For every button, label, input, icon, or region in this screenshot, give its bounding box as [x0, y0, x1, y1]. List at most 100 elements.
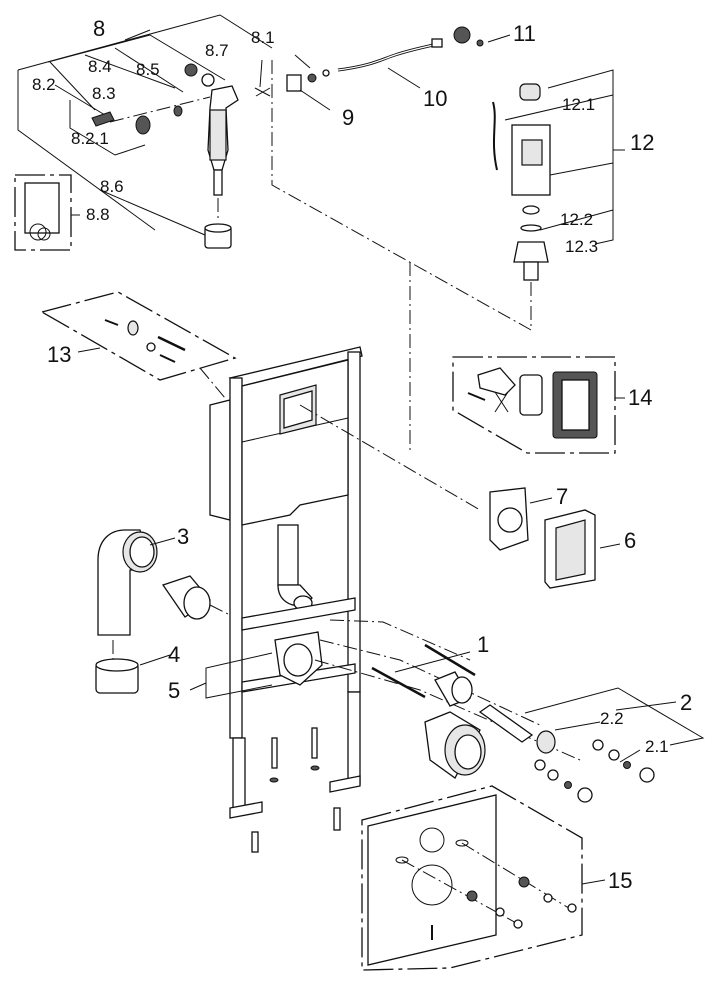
flush-cable	[492, 101, 498, 171]
callout-2-1: 2.1	[645, 737, 669, 756]
pad-washer	[466, 890, 478, 902]
nut-part	[173, 105, 183, 117]
leader-11	[487, 34, 511, 43]
callout-8-4: 8.4	[88, 57, 112, 76]
foot-right	[329, 775, 361, 793]
wall-anchor-kit: 13	[40, 291, 237, 381]
callout-12-1: 12.1	[562, 95, 595, 114]
pad-washer	[518, 876, 530, 888]
pad-hole-drain	[411, 864, 453, 906]
callout-5: 5	[168, 678, 180, 703]
o-ring-part	[201, 73, 215, 87]
axis-line	[209, 604, 231, 616]
axis-line	[329, 619, 471, 661]
callout-6: 6	[624, 528, 636, 553]
leader-8-6	[17, 70, 156, 231]
drain-cap-top	[95, 658, 139, 672]
leader-8-6-end	[99, 189, 206, 236]
leader-12-2	[539, 209, 614, 231]
floor-bolt	[271, 737, 278, 769]
supply-hose-inner	[337, 43, 439, 71]
flush-valve-spring	[521, 139, 543, 166]
hose-nut	[431, 38, 443, 48]
kit-15-box	[361, 785, 583, 971]
bracket-2	[524, 687, 705, 746]
leader-12-a	[549, 162, 614, 176]
drain-group: 3 4 5	[95, 524, 273, 703]
leader-9	[299, 89, 331, 111]
clip-part	[254, 87, 271, 97]
flush-cap	[519, 83, 541, 101]
axis-line	[401, 859, 521, 926]
threaded-rod	[424, 643, 476, 677]
axis-line	[461, 842, 573, 911]
callout-8: 8	[93, 16, 105, 41]
leader-3	[149, 537, 176, 546]
anchor-rod	[157, 335, 186, 352]
seal-ring	[29, 223, 47, 241]
frame-tank-side	[209, 399, 231, 521]
callout-4: 4	[168, 642, 180, 667]
float-part	[135, 115, 151, 135]
leader-2-2	[554, 721, 601, 731]
supply-group: 9 10 11	[286, 21, 536, 130]
axis-line	[319, 639, 541, 726]
cylinder-top	[204, 223, 232, 233]
leader-8-7	[47, 34, 226, 81]
callout-8-2: 8.2	[32, 75, 56, 94]
washer	[608, 749, 620, 761]
flush-connector-seal	[536, 730, 556, 754]
leader-5	[189, 682, 207, 691]
frame-left-upright	[229, 377, 243, 739]
leader-10	[387, 67, 421, 89]
cap-part	[184, 63, 198, 77]
actuator-lever	[477, 367, 516, 396]
bracket-9	[286, 74, 302, 92]
leader-8-2-1	[69, 100, 146, 156]
washer	[534, 759, 546, 771]
frame-right-upright	[347, 351, 361, 693]
floor-washer	[310, 765, 320, 771]
protective-box-inner	[555, 519, 586, 581]
cistern	[241, 359, 349, 526]
frame-left-leg	[232, 737, 246, 809]
threaded-rod	[371, 666, 426, 699]
bracket-12	[547, 69, 614, 245]
leader-8	[124, 29, 151, 41]
nut	[564, 781, 572, 789]
angle-valve	[453, 26, 471, 44]
washer	[146, 342, 156, 352]
installation-frame	[199, 346, 481, 853]
flush-outlet	[513, 241, 549, 263]
callout-8-6: 8.6	[100, 177, 124, 196]
kit-13-box	[40, 291, 237, 381]
seal-kit-box	[14, 174, 72, 251]
actuator-clip	[494, 391, 509, 413]
leader-7	[529, 497, 553, 504]
callout-8-7: 8.7	[205, 41, 229, 60]
access-opening-inner	[283, 390, 313, 429]
kit-14-box	[452, 356, 616, 454]
callout-9: 9	[342, 105, 354, 130]
leader-4	[139, 654, 171, 666]
callout-8-2-1: 8.2.1	[71, 129, 109, 148]
fill-valve-screen	[209, 109, 227, 161]
callout-8-3: 8.3	[92, 84, 116, 103]
nut	[623, 761, 631, 769]
actuator-kit: 14	[452, 356, 652, 454]
flush-connector-pipe	[478, 704, 534, 743]
actuator-body	[519, 374, 543, 416]
callout-10: 10	[423, 86, 447, 111]
axis-line	[299, 404, 481, 511]
sound-insulation-group: 15	[361, 785, 632, 971]
access-cover-hole	[497, 507, 523, 533]
leader-2	[615, 701, 677, 711]
callout-8-5: 8.5	[136, 60, 160, 79]
flush-washer	[520, 224, 542, 232]
callout-12: 12	[630, 130, 654, 155]
callout-12-2: 12.2	[560, 210, 593, 229]
callout-7: 7	[556, 484, 568, 509]
floor-anchor	[251, 831, 259, 853]
pad-cap	[513, 919, 523, 929]
